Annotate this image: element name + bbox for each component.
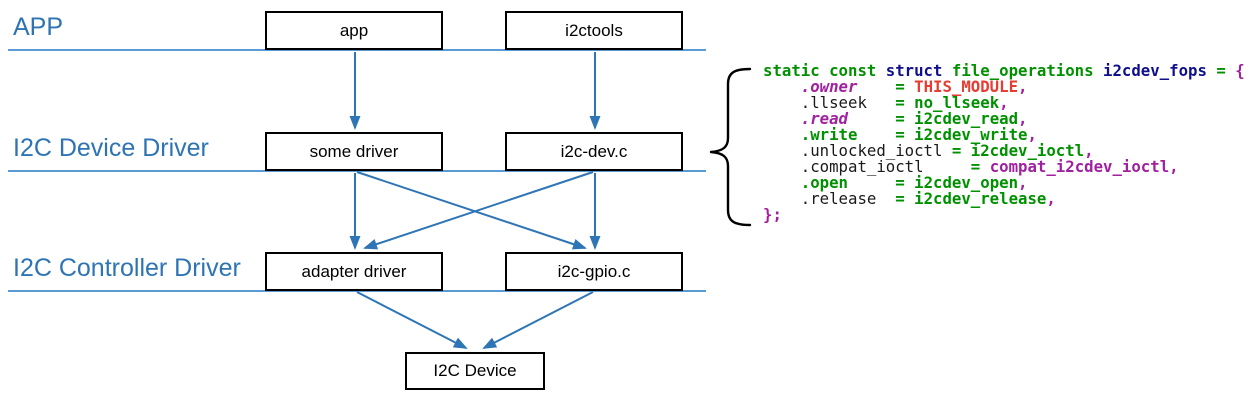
arrow-gpio-to-device bbox=[482, 291, 594, 349]
code-token: .owner bbox=[800, 77, 858, 96]
code-token bbox=[876, 189, 895, 208]
code-block: static const struct file_operations i2cd… bbox=[763, 63, 1245, 223]
code-token: , bbox=[1018, 77, 1028, 96]
code-token: .read bbox=[800, 109, 849, 128]
code-token: = i2cdev_release bbox=[895, 189, 1047, 208]
code-line: .llseek = no_llseek, bbox=[763, 95, 1245, 111]
code-token: , bbox=[1046, 189, 1056, 208]
code-token: = i2cdev_ioctl bbox=[951, 141, 1085, 160]
code-line: }; bbox=[763, 207, 1245, 223]
code-token: = bbox=[970, 157, 990, 176]
node-some-driver: some driver bbox=[265, 132, 443, 171]
code-token: = i2cdev_write bbox=[895, 125, 1028, 144]
code-line: .release = i2cdev_release, bbox=[763, 191, 1245, 207]
code-token: .unlocked_ioctl bbox=[800, 141, 943, 160]
code-token: }; bbox=[763, 205, 782, 224]
code-line: .write = i2cdev_write, bbox=[763, 127, 1245, 143]
code-line: .owner = THIS_MODULE, bbox=[763, 79, 1245, 95]
code-token: { bbox=[1235, 61, 1245, 80]
node-i2c-device: I2C Device bbox=[405, 352, 545, 390]
code-token: i2cdev_fops bbox=[1103, 61, 1207, 80]
code-line: static const struct file_operations i2cd… bbox=[763, 63, 1245, 79]
code-line: .open = i2cdev_open, bbox=[763, 175, 1245, 191]
code-token: .compat_ioctl bbox=[800, 157, 924, 176]
layer-label-app: APP bbox=[13, 13, 64, 41]
code-token: .release bbox=[800, 189, 877, 208]
code-token: , bbox=[1084, 141, 1094, 160]
arrow-i2cdev-to-adapter bbox=[363, 171, 594, 250]
code-token: = i2cdev_open bbox=[895, 173, 1019, 192]
code-token: .open bbox=[800, 173, 849, 192]
code-token: compat_i2cdev_ioctl, bbox=[989, 157, 1179, 176]
code-token: = bbox=[895, 77, 915, 96]
node-app: app bbox=[265, 11, 443, 50]
layer-label-controller-driver: I2C Controller Driver bbox=[13, 254, 241, 282]
code-token: THIS_MODULE bbox=[914, 77, 1019, 96]
code-token: , bbox=[1018, 109, 1028, 128]
arrow-adapter-to-device bbox=[356, 291, 468, 349]
code-line: .compat_ioctl = compat_i2cdev_ioctl, bbox=[763, 159, 1245, 175]
code-line: .read = i2cdev_read, bbox=[763, 111, 1245, 127]
code-brace bbox=[709, 67, 752, 227]
code-token: file_operations bbox=[942, 61, 1104, 80]
code-token: .write bbox=[800, 125, 858, 144]
code-token: .llseek bbox=[800, 93, 867, 112]
code-token: , bbox=[999, 93, 1009, 112]
arrow-somedriver-to-gpio bbox=[356, 171, 587, 250]
node-i2ctools: i2ctools bbox=[505, 11, 683, 50]
code-token: = bbox=[1206, 61, 1236, 80]
node-i2c-dev-c: i2c-dev.c bbox=[505, 132, 683, 171]
code-token: = no_llseek bbox=[895, 93, 1000, 112]
node-i2c-gpio-c: i2c-gpio.c bbox=[505, 252, 683, 291]
code-token: struct bbox=[885, 61, 943, 80]
code-token: , bbox=[1027, 125, 1037, 144]
code-token: , bbox=[1018, 173, 1028, 192]
code-token: = i2cdev_read bbox=[895, 109, 1019, 128]
code-line: .unlocked_ioctl = i2cdev_ioctl, bbox=[763, 143, 1245, 159]
code-token: static const bbox=[763, 61, 886, 80]
layer-label-device-driver: I2C Device Driver bbox=[13, 134, 209, 162]
node-adapter-driver: adapter driver bbox=[265, 252, 443, 291]
